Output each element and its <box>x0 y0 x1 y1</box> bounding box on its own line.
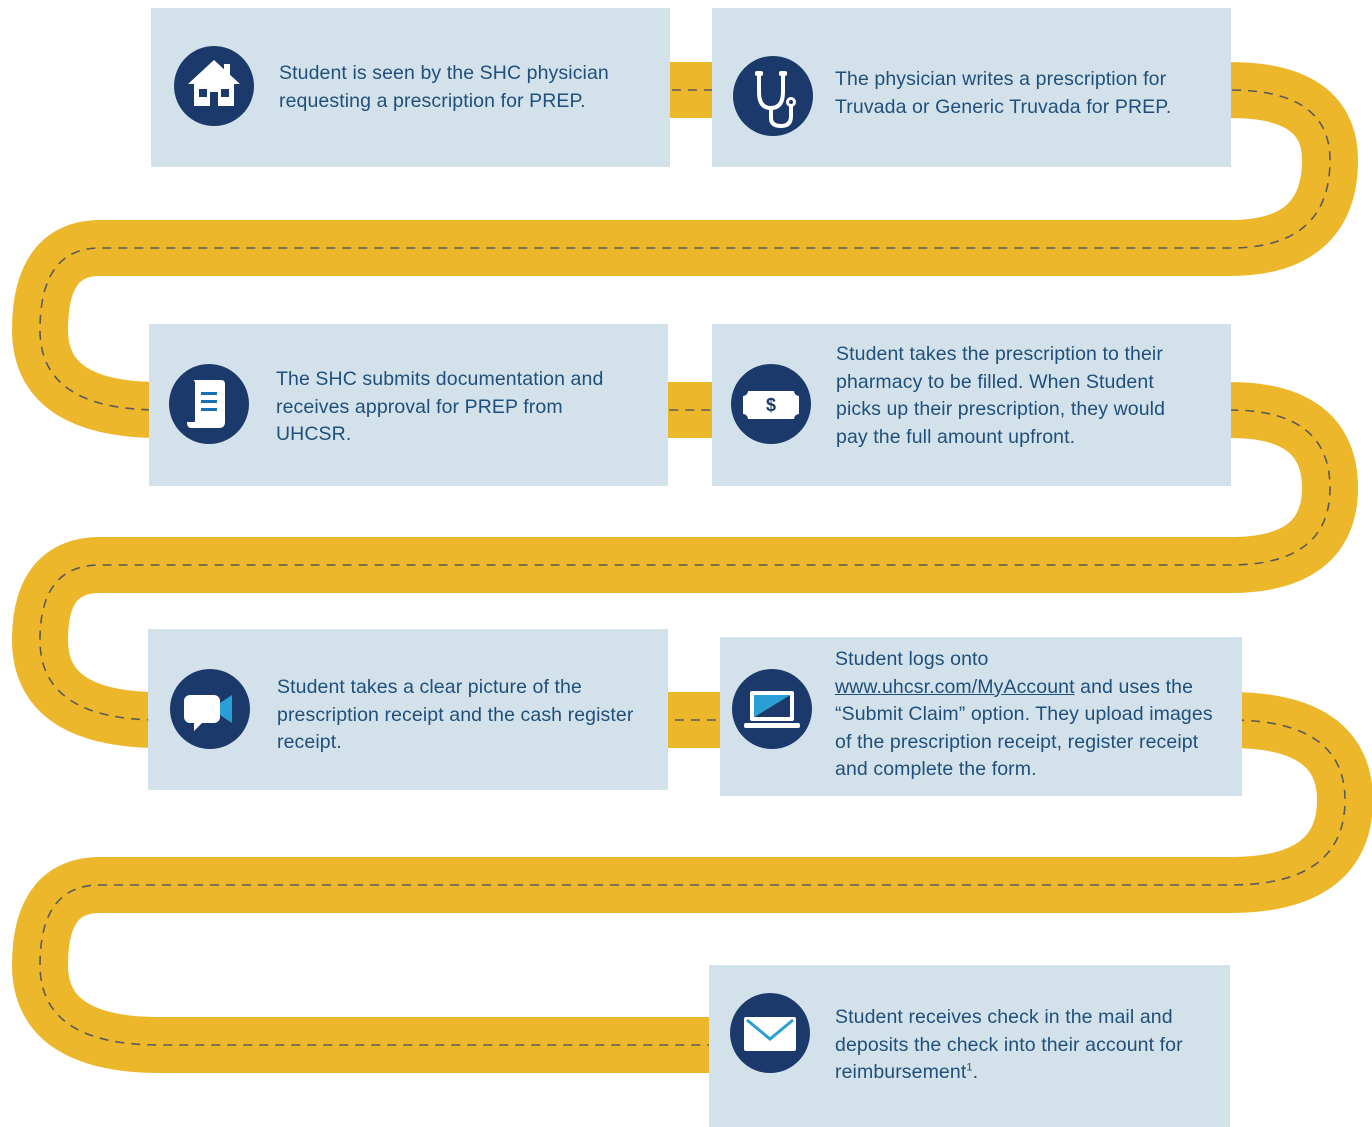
step-card-6: Student logs onto www.uhcsr.com/MyAccoun… <box>720 637 1242 796</box>
step-card-1: Student is seen by the SHC physician req… <box>151 8 670 167</box>
step-text-4: Student takes the prescription to their … <box>836 343 1166 448</box>
envelope-icon <box>730 993 810 1073</box>
svg-text:$: $ <box>766 395 776 415</box>
step-text-6: Student logs onto www.uhcsr.com/MyAccoun… <box>835 646 1230 784</box>
footnote-marker: 1 <box>966 1061 973 1074</box>
step-text-1: Student is seen by the SHC physician req… <box>279 62 609 112</box>
step-card-2: The physician writes a prescription for … <box>712 8 1231 167</box>
step-text-6-after: and uses the “Submit Claim” option. They… <box>835 675 1213 781</box>
video-camera-icon <box>170 669 250 749</box>
dollar-bill-icon: $ <box>731 364 811 444</box>
step-text-5: Student takes a clear picture of the pre… <box>277 676 634 753</box>
step-card-4: $ Student takes the prescription to thei… <box>712 324 1231 486</box>
document-icon <box>169 364 249 444</box>
road-path <box>12 62 1372 1073</box>
step-text-7-end: . <box>972 1061 979 1083</box>
step-text-2: The physician writes a prescription for … <box>835 68 1172 118</box>
laptop-icon <box>732 669 812 749</box>
road-center-dashes <box>39 89 1346 1046</box>
step-text-7-main: Student receives check in the mail and d… <box>835 1006 1183 1083</box>
step-card-5: Student takes a clear picture of the pre… <box>148 629 668 790</box>
step-text-3: The SHC submits documentation and receiv… <box>276 368 604 445</box>
house-icon <box>174 46 254 126</box>
step-card-7: Student receives check in the mail and d… <box>709 965 1230 1127</box>
stethoscope-icon <box>733 56 813 136</box>
step-text-7: Student receives check in the mail and d… <box>835 1004 1220 1087</box>
step-text-6-before: Student logs onto <box>835 648 989 670</box>
step-card-3: The SHC submits documentation and receiv… <box>149 324 668 486</box>
myaccount-link[interactable]: www.uhcsr.com/MyAccount <box>835 675 1075 698</box>
